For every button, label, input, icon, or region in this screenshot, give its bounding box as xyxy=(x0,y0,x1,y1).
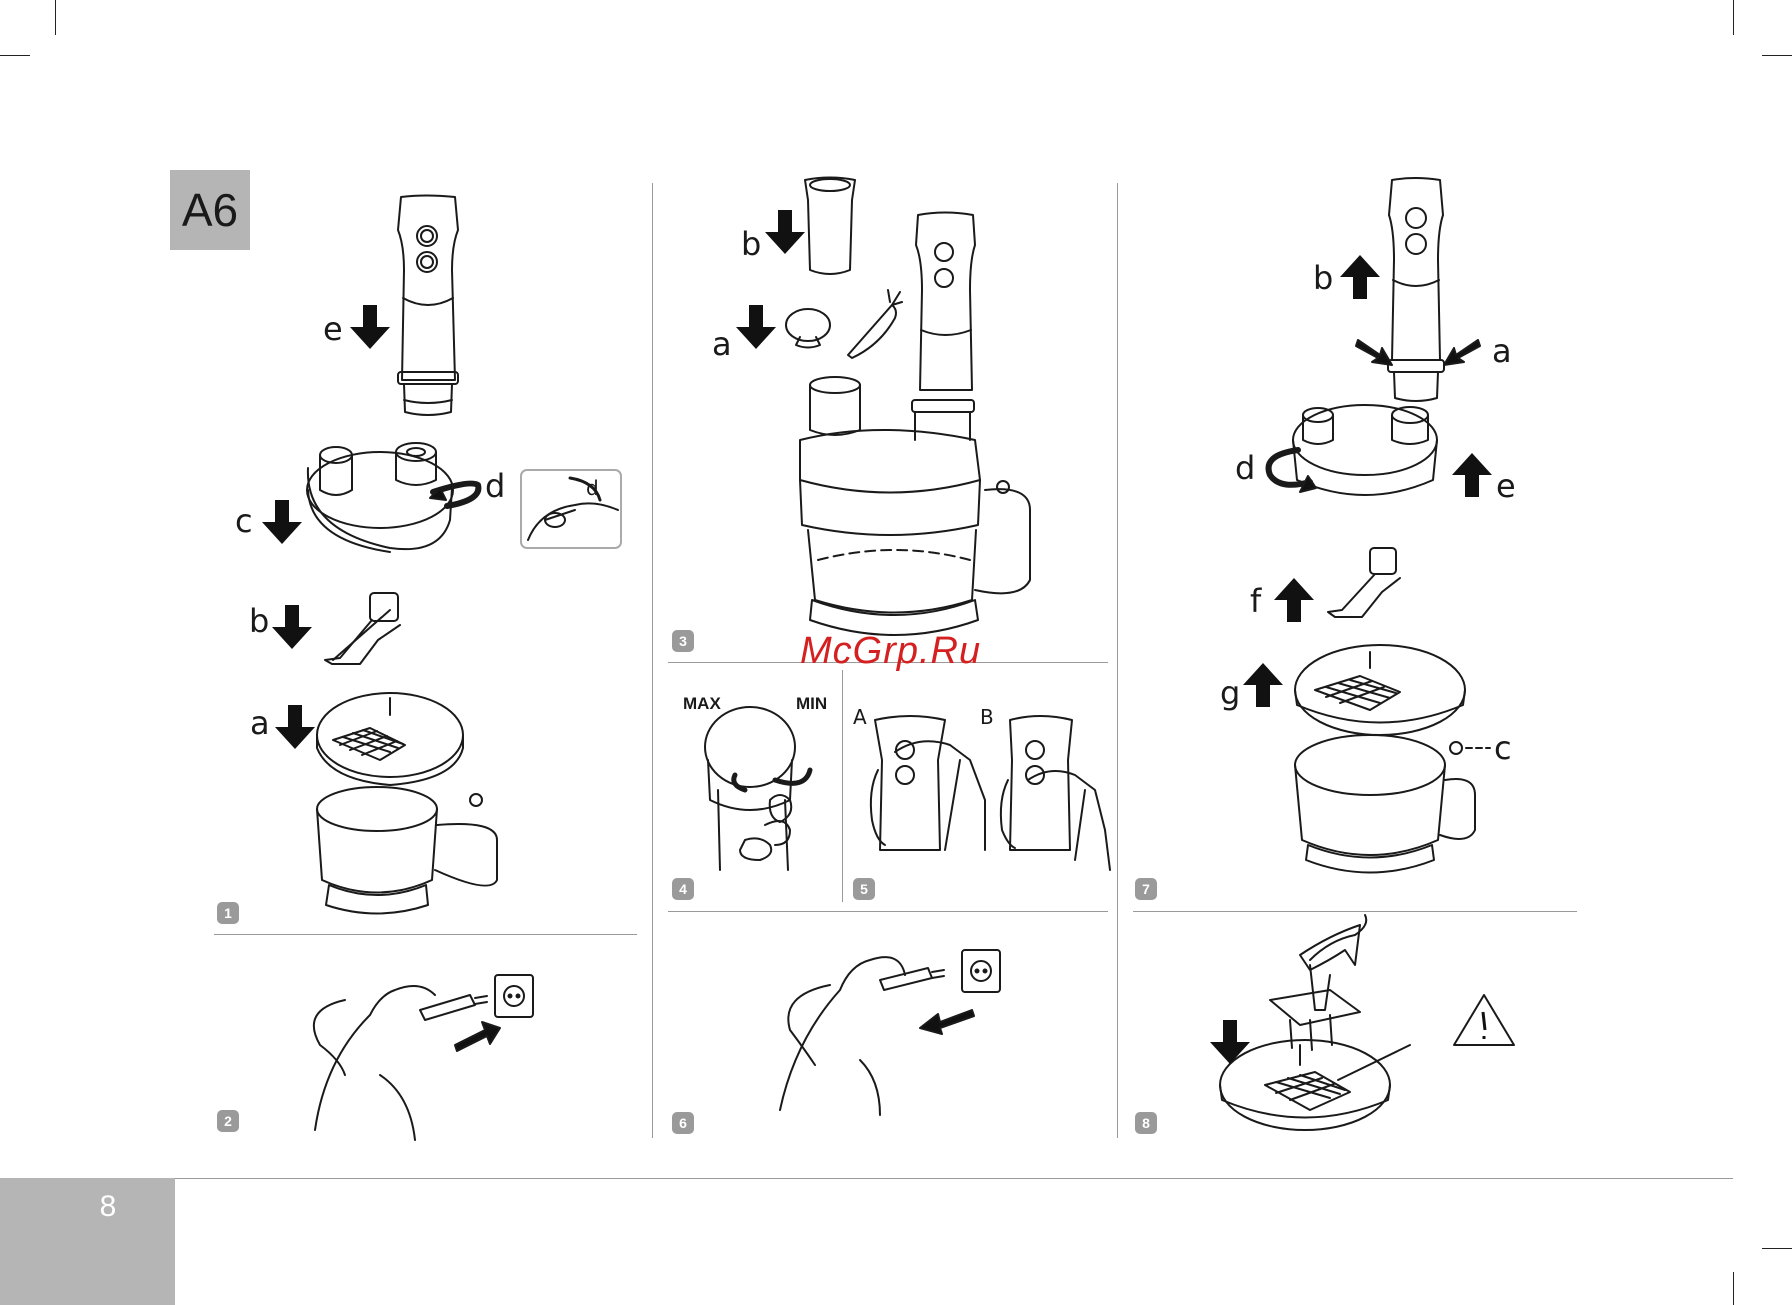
label-a: a xyxy=(1492,335,1512,367)
arrow-down-icon xyxy=(765,210,805,254)
plug-in-illustration xyxy=(314,975,533,1140)
press-arrow-icon xyxy=(1356,340,1392,365)
arrow-down-icon xyxy=(275,705,315,749)
rotate-icon xyxy=(1269,450,1310,485)
pusher-illustration xyxy=(805,178,855,275)
label-f: f xyxy=(1250,585,1261,617)
arrow-up-icon xyxy=(1452,453,1492,497)
step-badge-5: 5 xyxy=(853,878,875,900)
button-press-b-illustration xyxy=(1001,716,1110,870)
unplug-illustration xyxy=(780,950,1000,1115)
inset-label-d: d xyxy=(586,478,599,498)
button-press-a-illustration xyxy=(871,716,985,850)
inset-detail-illustration xyxy=(521,470,621,548)
blade-removal-illustration xyxy=(1328,548,1400,617)
label-e: e xyxy=(1496,470,1516,502)
step-badge-7: 7 xyxy=(1135,878,1157,900)
grid-cleaning-illustration xyxy=(1220,915,1410,1130)
min-label: MIN xyxy=(796,694,827,714)
label-a: a xyxy=(250,707,270,739)
lid-removal-illustration xyxy=(1293,405,1437,495)
speed-dial-illustration xyxy=(705,707,810,870)
arrow-up-icon xyxy=(1274,578,1314,622)
mushroom-icon xyxy=(786,309,830,348)
page-number: 8 xyxy=(0,1190,216,1224)
bowl-illustration xyxy=(1295,735,1490,873)
max-label: MAX xyxy=(683,694,721,714)
assembled-processor-illustration xyxy=(800,213,1030,636)
arrow-down-icon xyxy=(272,605,312,649)
label-d: d xyxy=(1235,452,1255,484)
arrow-left-icon xyxy=(920,1010,974,1034)
arrow-down-icon xyxy=(262,500,302,544)
arrow-right-icon xyxy=(455,1022,500,1051)
footer-rule xyxy=(175,1178,1733,1179)
label-A: A xyxy=(853,707,867,727)
label-c: c xyxy=(1494,732,1512,764)
label-d: d xyxy=(485,470,505,502)
step-badge-2: 2 xyxy=(217,1110,239,1132)
label-c: c xyxy=(235,505,253,537)
arrow-down-icon xyxy=(736,305,776,349)
carrot-icon xyxy=(848,290,902,358)
arrow-down-icon xyxy=(350,305,390,349)
watermark: McGrp.Ru xyxy=(800,630,981,673)
label-B: B xyxy=(980,707,994,727)
step-badge-8: 8 xyxy=(1135,1112,1157,1134)
step-badge-1: 1 xyxy=(217,902,239,924)
step-badge-6: 6 xyxy=(672,1112,694,1134)
step-badge-3: 3 xyxy=(672,630,694,652)
label-g: g xyxy=(1220,677,1240,709)
label-b: b xyxy=(1313,262,1333,294)
press-arrow-icon xyxy=(1444,340,1480,365)
arrow-up-icon xyxy=(1243,663,1283,707)
label-e: e xyxy=(323,313,343,345)
grid-disc-illustration xyxy=(317,693,463,785)
arrow-up-icon xyxy=(1340,255,1380,299)
blender-handle-illustration xyxy=(398,196,458,416)
blade-assembly-illustration xyxy=(325,593,400,664)
processor-bowl-illustration xyxy=(317,787,497,914)
label-b: b xyxy=(249,605,269,637)
label-b: b xyxy=(741,228,761,260)
step-badge-4: 4 xyxy=(672,878,694,900)
label-a: a xyxy=(712,328,732,360)
handle-detach-illustration xyxy=(1388,178,1444,401)
arrow-down-icon xyxy=(1210,1020,1250,1064)
grid-disc-removal-illustration xyxy=(1295,645,1465,735)
